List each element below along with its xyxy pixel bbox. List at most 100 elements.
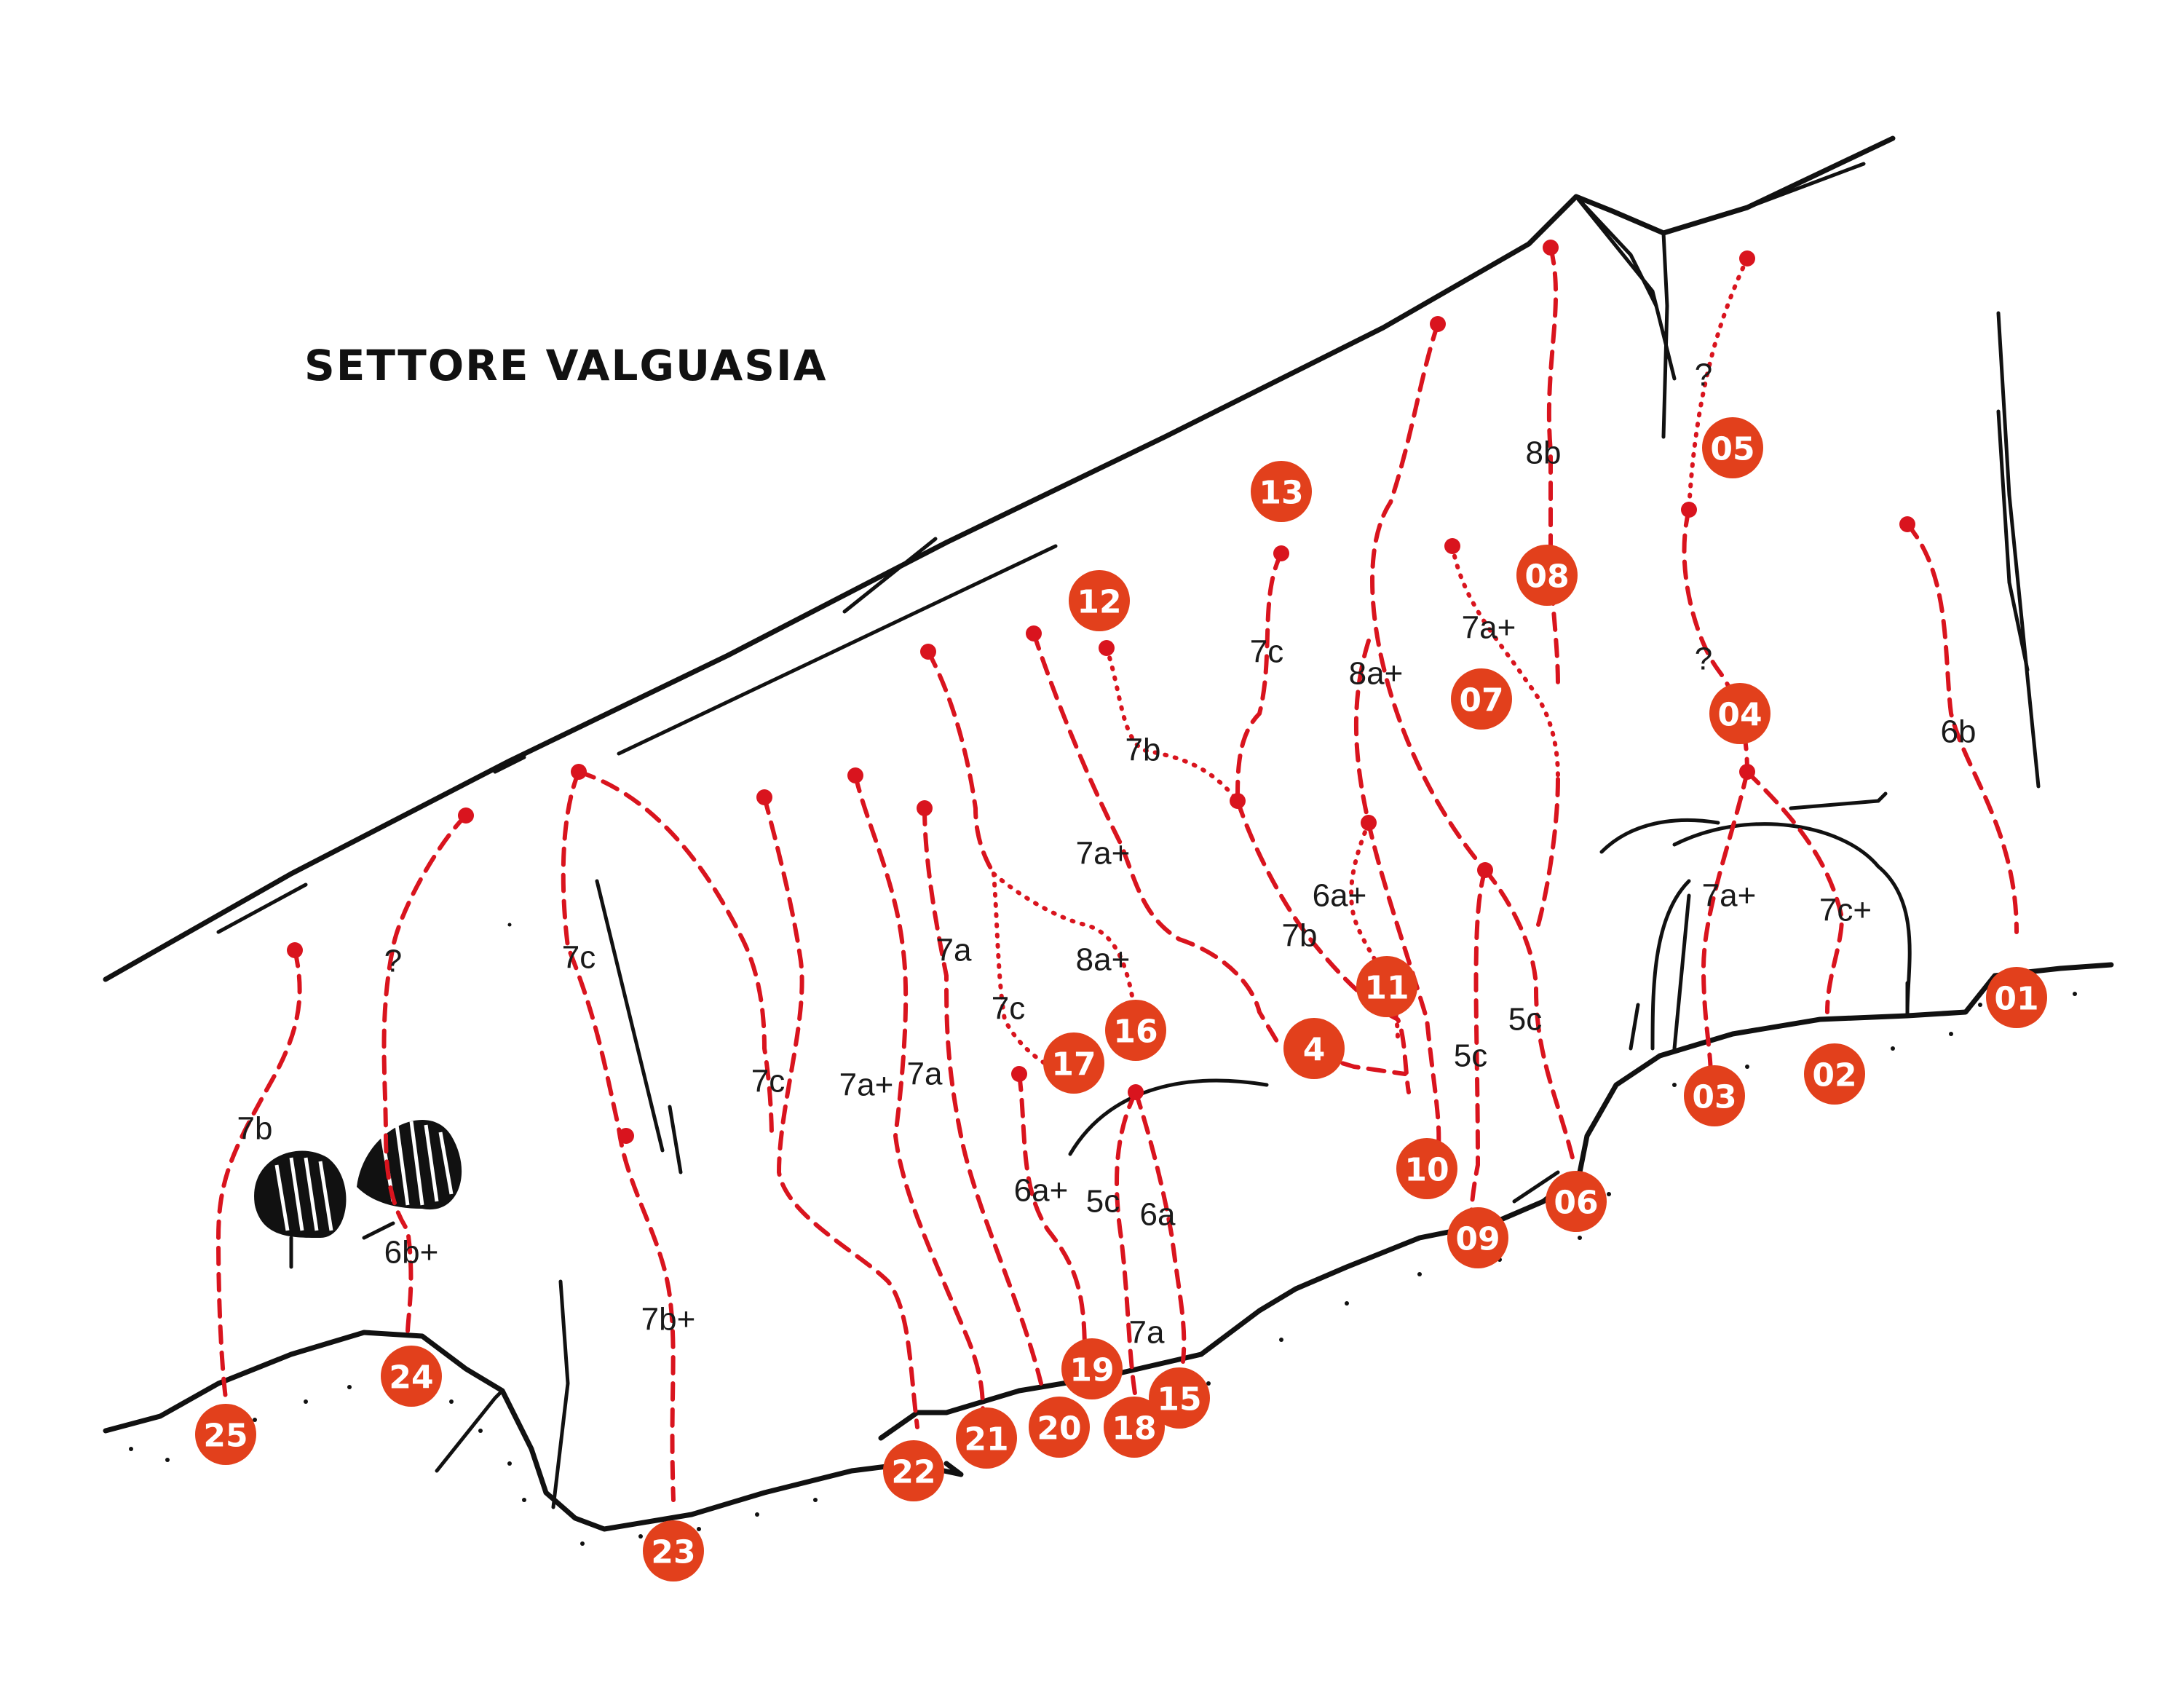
- grade-label: 7a+: [1462, 610, 1516, 646]
- cliff-outline: [103, 135, 2041, 982]
- grade-label: 7b+: [641, 1302, 696, 1338]
- route-number: 21: [964, 1421, 1008, 1458]
- badge-circle: [1546, 1171, 1607, 1232]
- route-badge-01[interactable]: 01: [1986, 967, 2047, 1028]
- grade-label: 7b: [1282, 918, 1318, 954]
- badge-circle: [1986, 967, 2047, 1028]
- route-badge-07[interactable]: 07: [1451, 668, 1512, 730]
- route-number: 22: [891, 1454, 935, 1491]
- route-badge-11[interactable]: 11: [1356, 956, 1417, 1017]
- grade-label: 8a+: [1349, 656, 1404, 692]
- badge-circle: [1702, 417, 1763, 478]
- grade-label: 7c: [562, 940, 596, 976]
- badge-circle: [1061, 1338, 1123, 1399]
- route-lines: [216, 245, 2019, 1502]
- rock-holes: [254, 1119, 462, 1269]
- route-number: 09: [1455, 1221, 1500, 1258]
- badge-circle: [1069, 570, 1130, 631]
- grade-label: 7b: [237, 1111, 273, 1147]
- badge-circle: [195, 1404, 256, 1465]
- route-badge-24[interactable]: 24: [381, 1346, 442, 1407]
- route-badge-4[interactable]: 4: [1283, 1018, 1345, 1079]
- badge-circle: [1396, 1138, 1457, 1199]
- route-number: 4: [1303, 1032, 1326, 1069]
- route-badge-25[interactable]: 25: [195, 1404, 256, 1465]
- badge-circle: [1043, 1032, 1104, 1094]
- grade-label: ?: [1695, 358, 1712, 393]
- route-number: 24: [389, 1359, 433, 1397]
- route-number: 20: [1037, 1410, 1081, 1448]
- route-number: 07: [1459, 682, 1503, 719]
- route-number: 02: [1812, 1057, 1856, 1094]
- grade-label: 7a+: [839, 1067, 894, 1103]
- grade-label: 7a: [1129, 1315, 1165, 1351]
- route-number: 17: [1051, 1046, 1096, 1083]
- route-badge-22[interactable]: 22: [883, 1440, 944, 1501]
- grade-label: 6b: [1941, 714, 1977, 750]
- badge-circle: [1356, 956, 1417, 1017]
- route-number: 25: [203, 1418, 248, 1455]
- route-badge-10[interactable]: 10: [1396, 1138, 1457, 1199]
- grade-label: 7a: [936, 933, 972, 968]
- grade-labels: 6b 7c+ 7a+ ? ? 5c 7a+ 8b 5c 8a+ 6a+ 7b 7…: [237, 358, 1977, 1351]
- route-number: 19: [1069, 1352, 1114, 1389]
- grade-label: 6a+: [1313, 878, 1367, 914]
- badge-circle: [1684, 1065, 1745, 1126]
- badge-circle: [1709, 683, 1770, 744]
- route-number: 15: [1157, 1381, 1201, 1418]
- route-badge-21[interactable]: 21: [956, 1407, 1017, 1469]
- badge-circle: [1251, 461, 1312, 522]
- badge-circle: [1105, 1000, 1166, 1061]
- grade-label: 8b: [1526, 435, 1562, 471]
- route-badge-23[interactable]: 23: [643, 1520, 704, 1581]
- route-number: 16: [1113, 1014, 1158, 1051]
- route-badge-15[interactable]: 15: [1149, 1367, 1210, 1429]
- grade-label: 7c: [751, 1064, 785, 1099]
- badge-circle: [956, 1407, 1017, 1469]
- route-badge-03[interactable]: 03: [1684, 1065, 1745, 1126]
- route-anchors: [287, 240, 1915, 1144]
- route-badge-02[interactable]: 02: [1804, 1043, 1865, 1105]
- route-number: 10: [1404, 1152, 1449, 1189]
- badge-circle: [1104, 1397, 1165, 1458]
- route-badge-06[interactable]: 06: [1546, 1171, 1607, 1232]
- badge-circle: [1804, 1043, 1865, 1105]
- grade-label: 7c+: [1819, 893, 1872, 928]
- badge-circle: [1283, 1018, 1345, 1079]
- route-badge-05[interactable]: 05: [1702, 417, 1763, 478]
- grade-label: 8a+: [1076, 942, 1131, 978]
- route-badge-13[interactable]: 13: [1251, 461, 1312, 522]
- grade-label: 7a: [907, 1057, 943, 1092]
- grade-label: 5c: [1086, 1184, 1120, 1220]
- route-badge-20[interactable]: 20: [1029, 1397, 1090, 1458]
- grade-label: 7a+: [1076, 836, 1131, 872]
- route-number: 06: [1554, 1185, 1598, 1222]
- route-badge-16[interactable]: 16: [1105, 1000, 1166, 1061]
- badge-circle: [643, 1520, 704, 1581]
- grade-label: 6b+: [384, 1235, 439, 1271]
- grade-label: ?: [1695, 641, 1712, 677]
- route-number: 11: [1364, 970, 1409, 1007]
- route-badge-08[interactable]: 08: [1516, 545, 1578, 606]
- route-number: 08: [1524, 558, 1569, 596]
- route-badge-12[interactable]: 12: [1069, 570, 1130, 631]
- route-number: 01: [1994, 981, 2038, 1018]
- grade-label: 5c: [1508, 1002, 1542, 1038]
- badge-circle: [883, 1440, 944, 1501]
- route-number: 18: [1112, 1410, 1156, 1448]
- route-badge-19[interactable]: 19: [1061, 1338, 1123, 1399]
- badge-circle: [1149, 1367, 1210, 1429]
- route-number: 23: [651, 1534, 695, 1571]
- route-badge-17[interactable]: 17: [1043, 1032, 1104, 1094]
- route-badge-09[interactable]: 09: [1447, 1207, 1508, 1268]
- route-badge-04[interactable]: 04: [1709, 683, 1770, 744]
- badge-circle: [1447, 1207, 1508, 1268]
- route-badge-18[interactable]: 18: [1104, 1397, 1165, 1458]
- grade-label: 5c: [1454, 1038, 1487, 1074]
- grade-label: 7c: [992, 991, 1025, 1027]
- route-number: 12: [1077, 584, 1121, 621]
- roof-features: [595, 791, 1912, 1174]
- grade-label: 6a+: [1014, 1173, 1069, 1209]
